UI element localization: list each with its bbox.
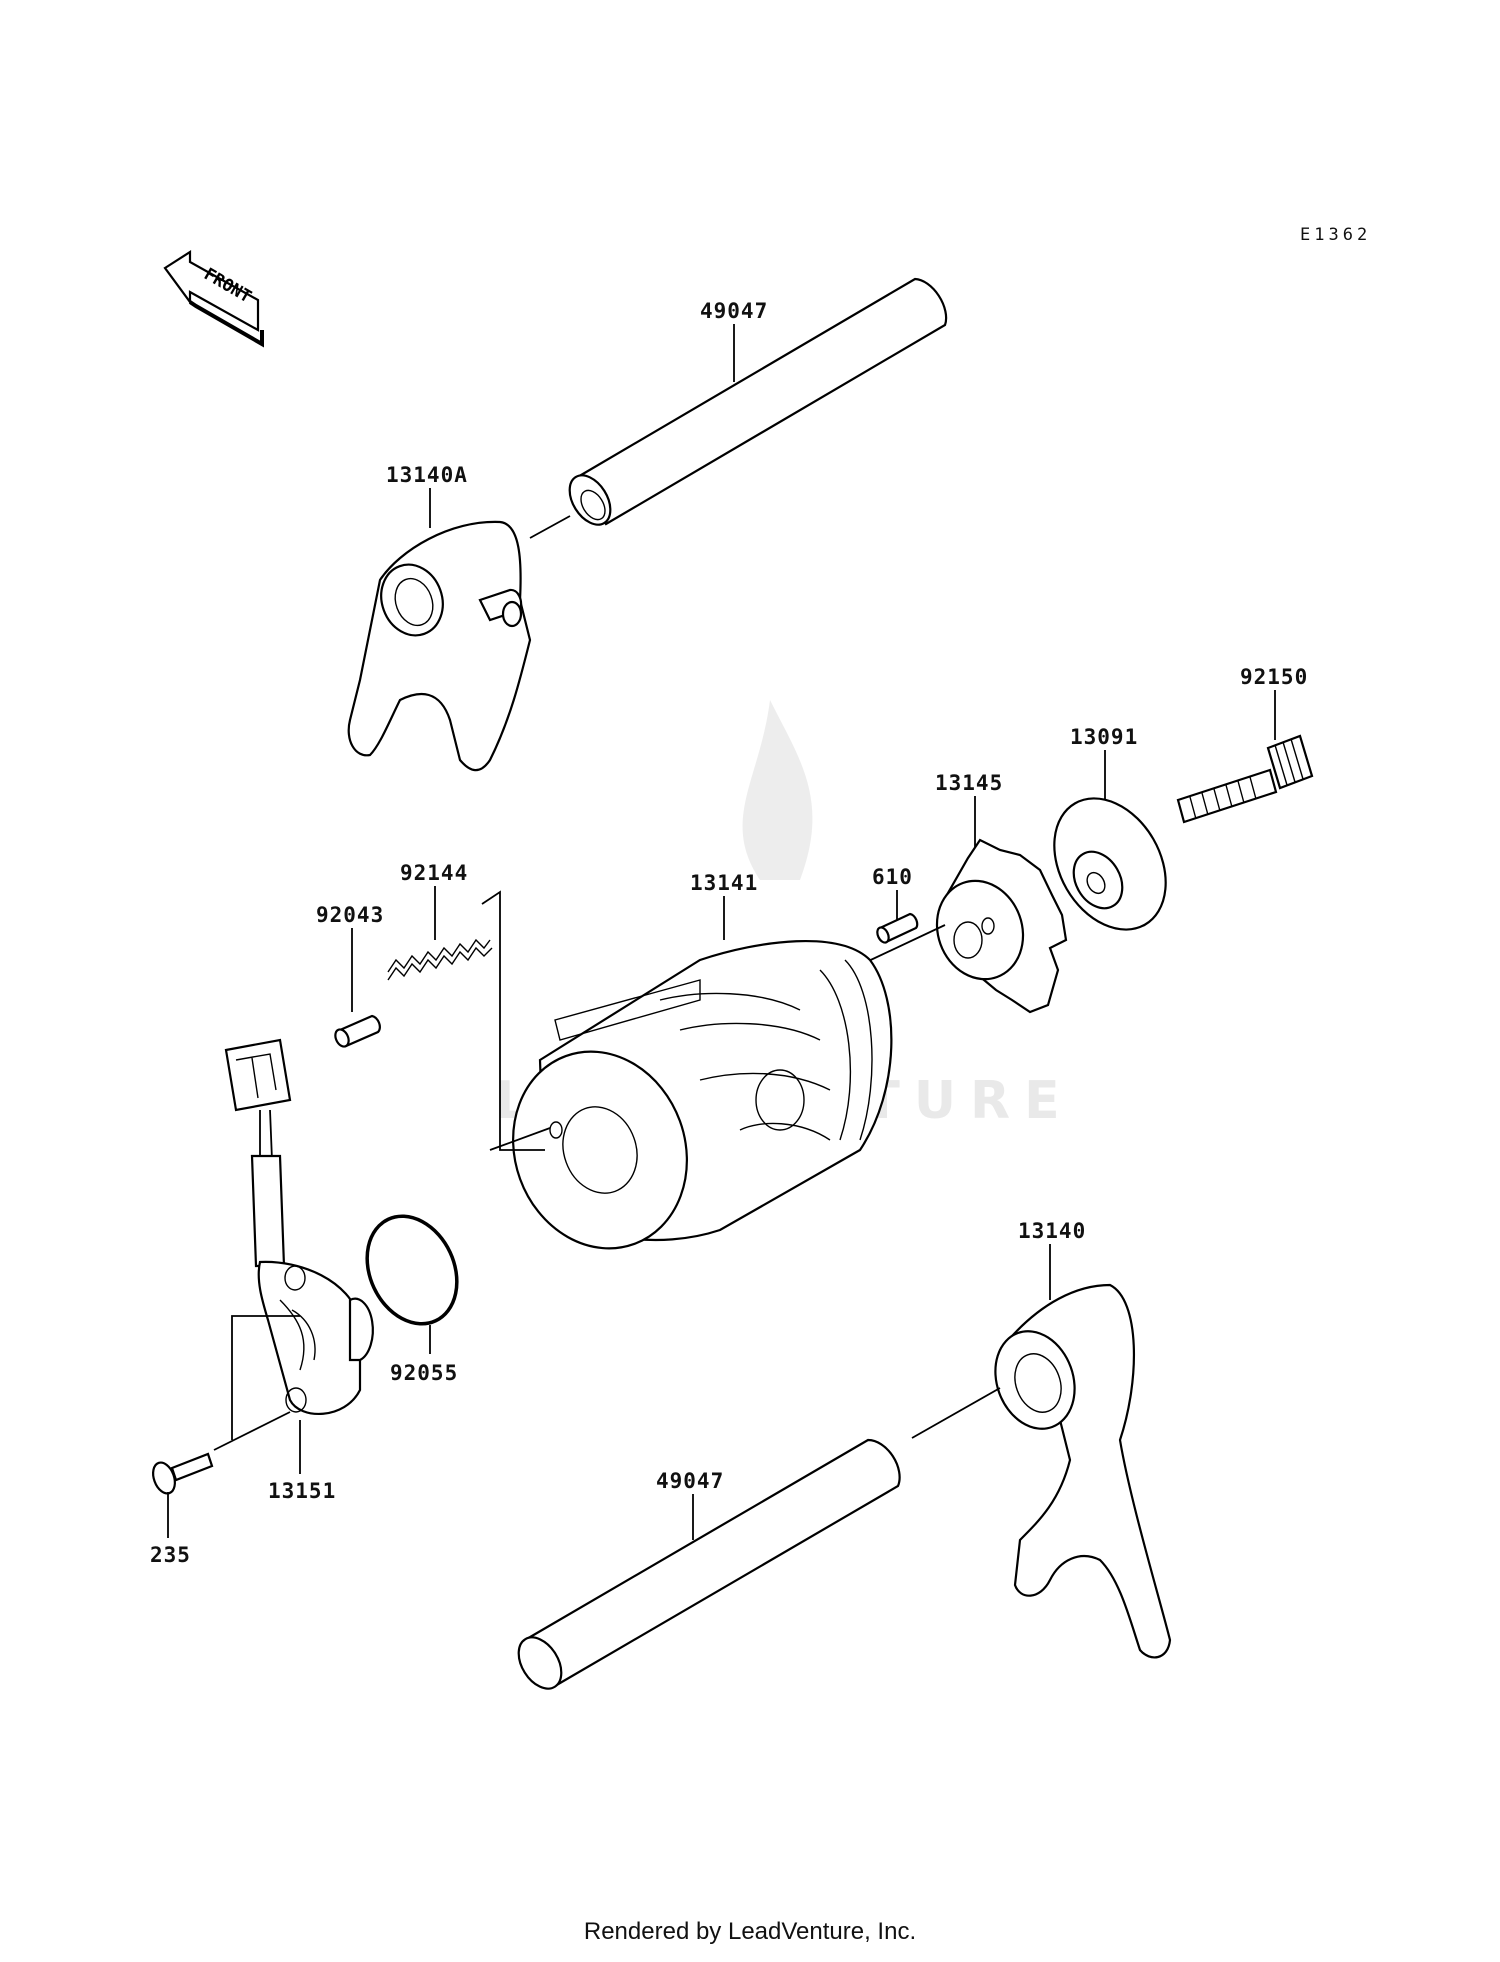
- label-13151: 13151: [268, 1479, 336, 1503]
- holder-plate[interactable]: [1032, 778, 1189, 949]
- shaft-bottom[interactable]: [510, 1438, 901, 1696]
- label-13141: 13141: [690, 871, 758, 895]
- label-92043: 92043: [316, 903, 384, 927]
- diagram-code: E1362: [1300, 225, 1371, 245]
- shift-fork-bottom[interactable]: [982, 1283, 1172, 1659]
- label-13091: 13091: [1070, 725, 1138, 749]
- label-92144: 92144: [400, 861, 468, 885]
- label-235: 235: [150, 1543, 191, 1567]
- label-49047-top: 49047: [700, 299, 768, 323]
- o-ring[interactable]: [350, 1201, 473, 1338]
- detent-pin[interactable]: [333, 1014, 381, 1049]
- screw[interactable]: [149, 1452, 214, 1496]
- label-610: 610: [872, 865, 913, 889]
- shift-drum[interactable]: [486, 940, 893, 1273]
- cam-plate[interactable]: [923, 838, 1068, 1014]
- label-13140: 13140: [1018, 1219, 1086, 1243]
- neutral-switch[interactable]: [224, 1038, 374, 1416]
- bolt[interactable]: [1176, 734, 1314, 824]
- label-13145: 13145: [935, 771, 1003, 795]
- detent-spring[interactable]: [387, 938, 493, 981]
- label-92055: 92055: [390, 1361, 458, 1385]
- label-92150: 92150: [1240, 665, 1308, 689]
- front-arrow-icon: FRONT: [163, 249, 264, 348]
- label-13140A: 13140A: [386, 463, 468, 487]
- shift-fork-top[interactable]: [347, 520, 532, 772]
- label-49047-bottom: 49047: [656, 1469, 724, 1493]
- shaft-top[interactable]: [561, 277, 948, 532]
- dowel-pin[interactable]: [875, 912, 919, 944]
- footer-credit: Rendered by LeadVenture, Inc.: [583, 1918, 917, 1945]
- watermark-flame-icon: [742, 700, 813, 880]
